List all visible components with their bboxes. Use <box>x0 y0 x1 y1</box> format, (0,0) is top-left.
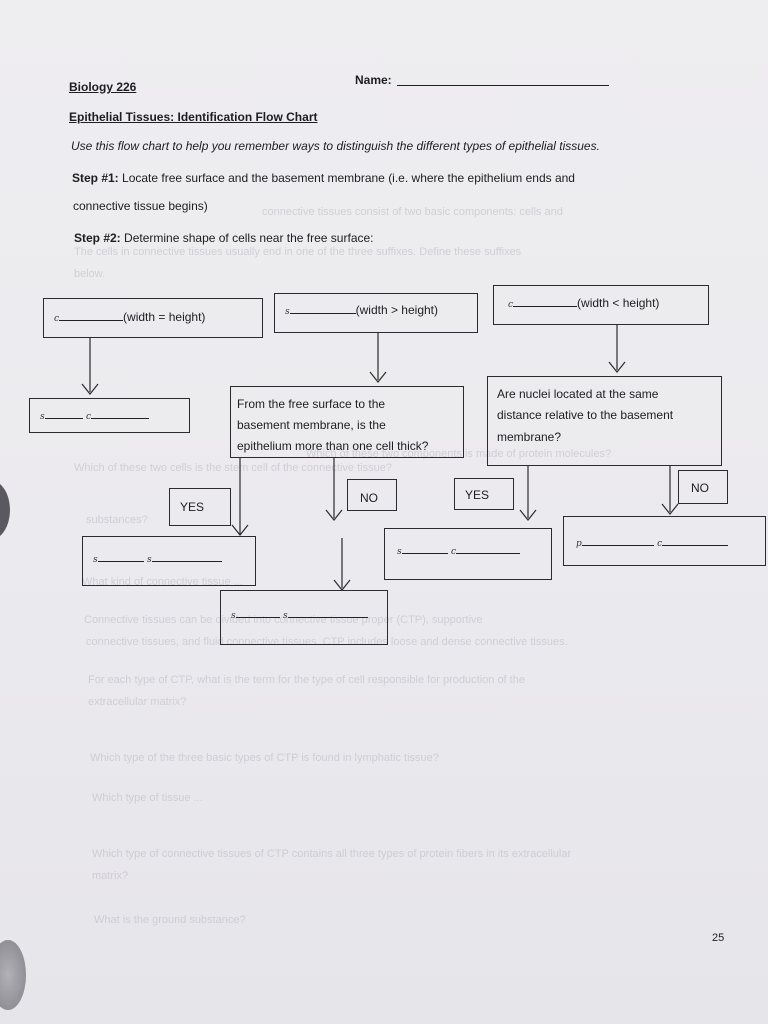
handwritten-letter: c <box>450 547 457 557</box>
handwritten-letter: s <box>231 611 236 621</box>
answer-blank <box>513 295 578 307</box>
no-label: NO <box>691 481 709 495</box>
answer-blank <box>287 606 368 618</box>
bleedthrough-line: below. <box>74 268 106 280</box>
course-title: Biology 226 <box>69 80 137 94</box>
bleedthrough-line: matrix? <box>92 870 129 882</box>
name-label: Name: <box>355 73 392 87</box>
answer-blank <box>289 302 356 314</box>
shape-rule: (width > height) <box>355 303 439 317</box>
answer-blank <box>235 606 280 618</box>
handwritten-letter: s <box>282 611 288 621</box>
yes-label: YES <box>180 500 205 514</box>
handwritten-letter: s <box>285 307 290 317</box>
answer-box-simple-columnar: s c <box>384 528 552 580</box>
bleedthrough-line: Which type of the three basic types of C… <box>90 752 439 764</box>
answer-box-stratified-2: s s <box>220 590 388 645</box>
question-box-nuclei: Are nuclei located at the same distance … <box>487 376 722 466</box>
step1-text: Locate free surface and the basement mem… <box>122 171 575 185</box>
arrow-head <box>369 371 387 383</box>
answer-blank <box>59 309 124 321</box>
handwritten-letter: c <box>508 300 514 310</box>
step2-text: Determine shape of cells near the free s… <box>124 231 374 245</box>
name-field-line <box>397 85 609 86</box>
handwritten-letter: s <box>397 547 402 557</box>
question-line: membrane? <box>497 430 562 444</box>
bleedthrough-line: Connective tissues can be divided into c… <box>84 614 483 626</box>
answer-blank <box>662 534 729 546</box>
arrow-head <box>608 361 626 373</box>
question-line: Are nuclei located at the same <box>497 387 659 401</box>
arrow-head <box>333 579 351 591</box>
answer-blank <box>401 542 448 554</box>
answer-blank <box>456 542 521 554</box>
handwritten-letter: c <box>657 539 663 549</box>
page-edge-shadow <box>0 480 10 540</box>
label-box-yes-right: YES <box>454 478 514 510</box>
label-box-no-right: NO <box>678 470 728 504</box>
answer-box-stratified: s s <box>82 536 256 586</box>
label-box-yes-left: YES <box>169 488 231 526</box>
question-line: basement membrane, is the <box>237 418 386 432</box>
label-box-no-left: NO <box>347 479 397 511</box>
bleedthrough-line: The cells in connective tissues usually … <box>74 246 522 258</box>
bleedthrough-line: Which of these two cells is the stem cel… <box>74 462 392 474</box>
step1-text-line2: connective tissue begins) <box>73 199 208 213</box>
answer-blank <box>44 407 83 419</box>
answer-box-cuboidal: s c <box>29 398 190 433</box>
page-number: 25 <box>712 932 725 944</box>
box-columnar-shape: c (width < height) <box>493 285 709 325</box>
yes-label: YES <box>465 488 490 502</box>
answer-blank <box>91 407 150 419</box>
bleedthrough-line: substances? <box>86 514 148 526</box>
question-line: epithelium more than one cell thick? <box>237 439 429 453</box>
instructions: Use this flow chart to help you remember… <box>71 139 600 153</box>
bleedthrough-line: extracellular matrix? <box>88 696 187 708</box>
handwritten-letter: c <box>54 314 60 324</box>
question-line: From the free surface to the <box>237 397 386 411</box>
handwritten-letter: s <box>40 412 45 422</box>
bleedthrough-line: Which type of tissue ... <box>92 792 203 804</box>
arrow-head <box>325 509 343 521</box>
page-title: Epithelial Tissues: Identification Flow … <box>69 110 318 124</box>
answer-blank <box>151 550 222 562</box>
arrow-head <box>661 503 679 515</box>
step2: Step #2: Determine shape of cells near t… <box>74 231 374 245</box>
step2-label: Step #2: <box>74 231 121 245</box>
arrow-head <box>519 509 537 521</box>
bleedthrough-line: What is the ground substance? <box>94 914 246 926</box>
handwritten-letter: p <box>576 539 582 549</box>
bleedthrough-line: For each type of CTP, what is the term f… <box>88 674 525 686</box>
no-label: NO <box>360 491 378 505</box>
shape-rule: (width = height) <box>123 310 206 324</box>
step1-label: Step #1: <box>72 171 119 185</box>
bleedthrough-line: Which type of connective tissues of CTP … <box>92 848 572 860</box>
handwritten-letter: s <box>146 555 152 565</box>
bleedthrough-line: connective tissues consist of two basic … <box>262 206 563 218</box>
box-squamous-shape: s (width > height) <box>274 293 478 333</box>
arrow-head <box>231 524 249 536</box>
question-line: distance relative to the basement <box>497 408 674 422</box>
answer-box-pseudostratified: p c <box>563 516 766 566</box>
bleedthrough-line: connective tissues, and fluid connective… <box>86 636 568 648</box>
answer-blank <box>581 534 654 546</box>
answer-blank <box>97 550 144 562</box>
box-cuboidal-shape: c (width = height) <box>43 298 263 338</box>
arrow-head <box>81 383 99 395</box>
handwritten-letter: c <box>85 412 92 422</box>
step1: Step #1: Locate free surface and the bas… <box>72 171 575 185</box>
handwritten-letter: s <box>93 555 98 565</box>
question-box-layers: From the free surface to the basement me… <box>230 386 464 458</box>
shape-rule: (width < height) <box>577 296 660 310</box>
